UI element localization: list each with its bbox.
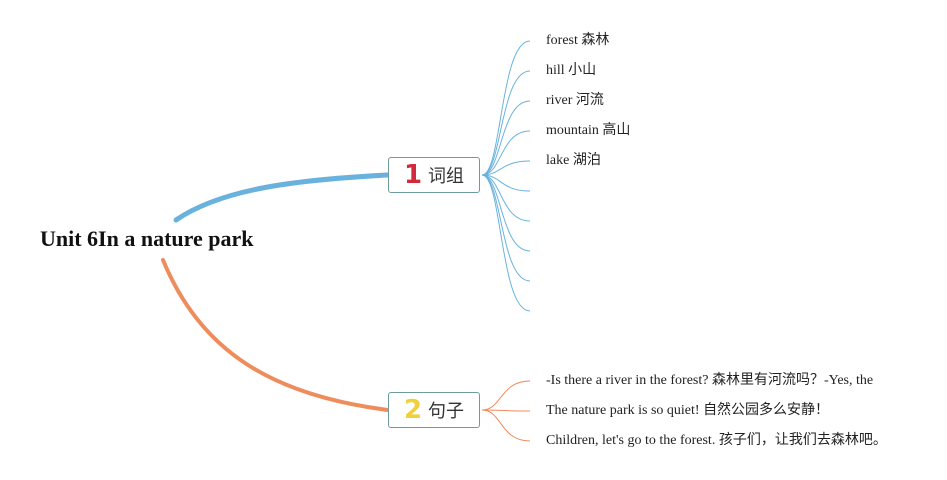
main-connector-1 xyxy=(173,172,391,223)
leaf-connector xyxy=(481,40,531,176)
leaf-connector xyxy=(481,130,531,176)
leaf-connector xyxy=(481,174,531,312)
main-connector-2 xyxy=(161,258,390,412)
number-two-icon: 2 xyxy=(403,395,423,425)
leaf-connector xyxy=(481,380,531,411)
branch-label-sentences: 句子 xyxy=(428,401,465,422)
root-topic[interactable]: Unit 6In a nature park xyxy=(40,226,254,251)
leaf-connector xyxy=(481,174,531,252)
leaf-connector xyxy=(481,409,531,442)
leaf-topic[interactable]: river 河流 xyxy=(546,93,604,108)
leaf-topic[interactable]: hill 小山 xyxy=(546,63,597,78)
branch-node-phrases[interactable]: 1 词组 xyxy=(388,157,480,193)
leaf-connector xyxy=(481,70,531,176)
leaf-connector xyxy=(481,160,531,176)
leaf-topic[interactable]: The nature park is so quiet! 自然公园多么安静！ xyxy=(546,403,830,418)
leaf-connector xyxy=(481,100,531,176)
leaf-connector xyxy=(481,174,531,192)
leaf-topic[interactable]: forest 森林 xyxy=(546,33,610,48)
branch-node-sentences[interactable]: 2 句子 xyxy=(388,392,480,428)
leaf-topic[interactable]: Children, let's go to the forest. 孩子们，让我… xyxy=(546,433,887,448)
leaf-connector xyxy=(481,174,531,222)
leaf-topic[interactable]: lake 湖泊 xyxy=(546,153,601,168)
number-one-icon: 1 xyxy=(403,160,423,190)
leaf-connector xyxy=(481,409,531,412)
leaf-topic[interactable]: -Is there a river in the forest? 森林里有河流吗… xyxy=(546,373,874,388)
branch-label-phrases: 词组 xyxy=(428,166,465,187)
leaf-topic[interactable]: mountain 高山 xyxy=(546,123,631,138)
